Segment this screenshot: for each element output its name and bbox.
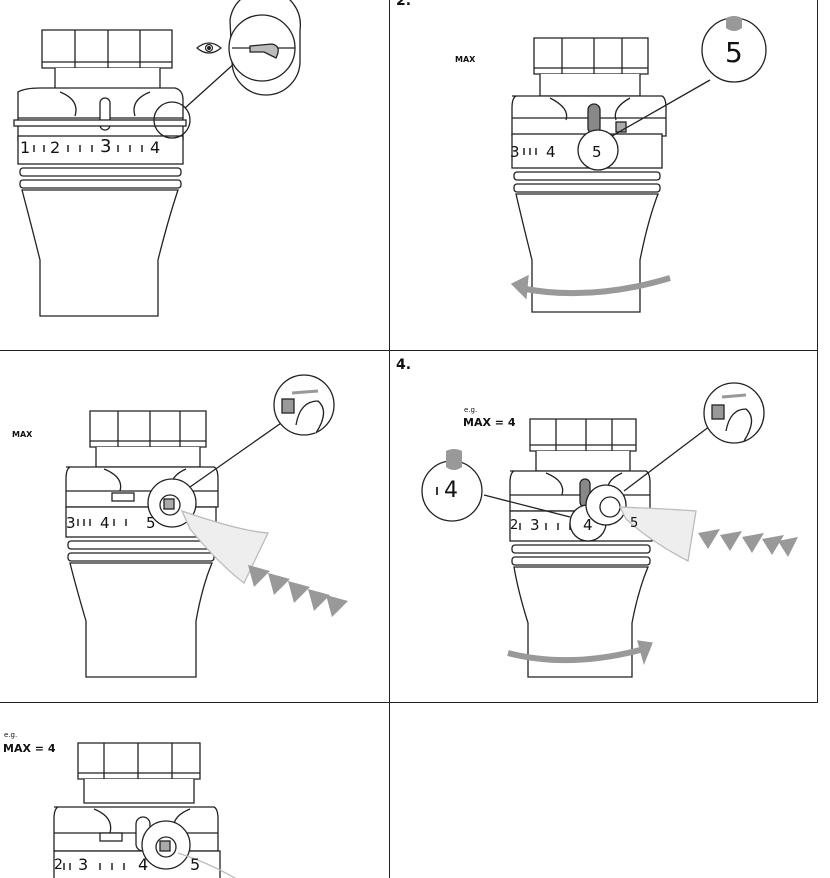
p1-scale-1: 1: [20, 138, 31, 157]
p2-scale-5: 5: [592, 143, 602, 161]
grid-horizontal-divider-1: [0, 350, 818, 351]
p4-step-number: 4.: [396, 357, 412, 373]
p2-step-number: 2.: [396, 0, 412, 9]
panel-1-valve: [13, 0, 302, 317]
p4-zoom-value: 4: [444, 478, 458, 503]
panel-5-valve: [53, 742, 237, 878]
p2-scale-4: 4: [546, 143, 556, 161]
panel-3-valve: [65, 374, 348, 678]
p3-max-label: MAX: [12, 430, 33, 439]
p3-scale-3: 3: [66, 514, 76, 532]
p1-scale-3: 3: [100, 136, 112, 157]
p2-scale-3: 3: [510, 143, 520, 161]
eye-icon: [196, 42, 222, 54]
p4-scale-3: 3: [530, 516, 540, 534]
grid-vertical-divider: [389, 0, 390, 878]
p5-scale-3: 3: [78, 855, 89, 874]
p4-max-equals: MAX = 4: [463, 416, 516, 429]
p5-max-equals: MAX = 4: [3, 742, 56, 755]
p4-scale-5: 5: [630, 516, 639, 531]
p2-max-label: MAX: [455, 55, 476, 64]
panel-4-valve: [421, 382, 798, 678]
p1-scale-4: 4: [150, 138, 161, 157]
p3-scale-5: 5: [146, 514, 156, 532]
p3-scale-4: 4: [100, 514, 110, 532]
p5-scale-4: 4: [138, 855, 149, 874]
p5-eg-label: e.g.: [4, 731, 18, 739]
p1-scale-2: 2: [50, 138, 61, 157]
p5-scale-5: 5: [190, 855, 201, 874]
p2-zoom-value: 5: [725, 36, 743, 69]
p5-scale-2: 2: [54, 857, 63, 873]
grid-right-border: [817, 0, 818, 702]
grid-horizontal-divider-2: [0, 702, 818, 703]
p4-scale-4: 4: [583, 516, 593, 534]
p4-scale-2: 2: [510, 518, 519, 533]
p4-eg-label: e.g.: [464, 406, 478, 414]
panel-2-valve: [510, 16, 767, 313]
